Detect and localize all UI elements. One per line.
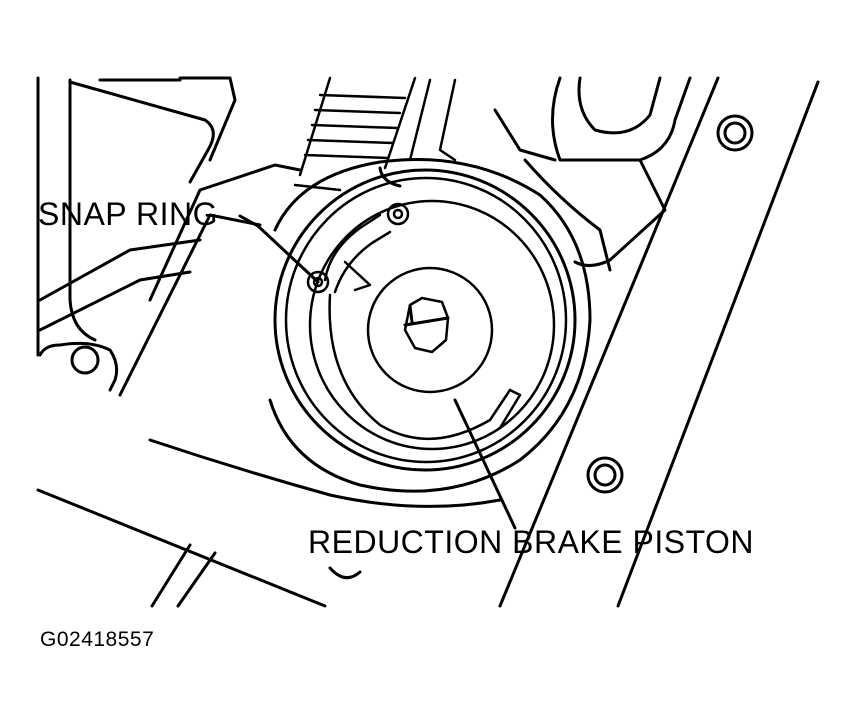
snap-ring-leader	[256, 224, 320, 284]
right-cover-edge	[498, 76, 820, 608]
piston-leader	[453, 398, 517, 530]
reduction-brake-piston-label: REDUCTION BRAKE PISTON	[308, 524, 755, 560]
snap-ring-label: SNAP RING	[38, 196, 218, 232]
piston-housing	[268, 157, 592, 493]
ribbed-casting	[293, 76, 457, 192]
upper-right-casting	[493, 76, 754, 272]
figure-code: G02418557	[40, 628, 155, 651]
upper-left-casting	[36, 76, 302, 397]
snap-ring-leader-2	[238, 214, 260, 228]
snap-ring	[306, 202, 522, 440]
leader-lines	[238, 214, 517, 530]
lower-housing	[36, 438, 502, 608]
reduction-brake-piston	[366, 266, 494, 394]
